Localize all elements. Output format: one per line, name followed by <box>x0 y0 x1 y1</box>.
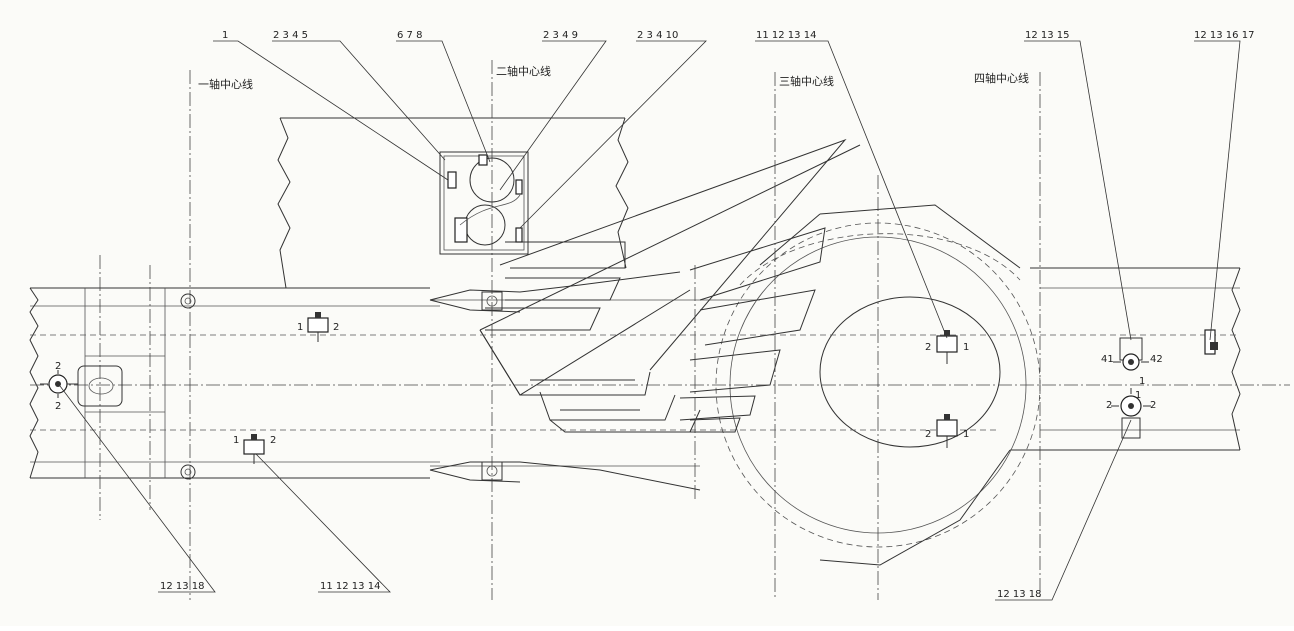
callout-12-13-16-17: 12 13 16 17 <box>1194 30 1254 41</box>
cab-outline <box>277 117 629 289</box>
callout-2-3-4-10: 2 3 4 10 <box>637 30 678 41</box>
frame-bushings <box>180 291 503 481</box>
callout-2-3-4-5: 2 3 4 5 <box>273 30 308 41</box>
relay-valve-b <box>307 312 329 342</box>
axle2-label: 二轴中心线 <box>496 64 551 78</box>
port-c1: 1 <box>233 435 239 446</box>
relay-valve-e <box>936 414 958 448</box>
axle-centerlines <box>30 60 1290 600</box>
port-e2: 1 <box>963 429 969 440</box>
spring-hangers <box>429 271 701 491</box>
sheet-shapes <box>479 138 861 433</box>
axle3-label: 三轴中心线 <box>779 74 834 88</box>
callout-1: 1 <box>222 30 228 41</box>
relay-valve-g <box>1111 388 1151 439</box>
relay-valve-c <box>243 434 265 464</box>
callout-12-13-15: 12 13 15 <box>1025 30 1070 41</box>
axle1-label: 一轴中心线 <box>198 77 253 91</box>
port-f1: 41 <box>1101 354 1114 365</box>
port-d2: 1 <box>963 342 969 353</box>
port-g1: 2 <box>1106 400 1112 411</box>
port-b2: 2 <box>333 322 339 333</box>
port-c2: 2 <box>270 435 276 446</box>
port-a1: 2 <box>55 361 61 372</box>
port-g3: 1 <box>1135 390 1141 401</box>
port-a2: 2 <box>55 401 61 412</box>
callout-11-12-13-14-top: 11 12 13 14 <box>756 30 816 41</box>
frame-outline <box>29 267 1241 479</box>
callout-6-7-8: 6 7 8 <box>397 30 422 41</box>
axle4-label: 四轴中心线 <box>974 71 1029 85</box>
front-valve-assembly <box>40 365 123 407</box>
relay-valve-d <box>936 330 958 364</box>
relay-valve-h <box>1204 329 1218 355</box>
port-d1: 2 <box>925 342 931 353</box>
port-b1: 1 <box>297 322 303 333</box>
port-f2: 42 <box>1150 354 1163 365</box>
callout-12-13-18-left: 12 13 18 <box>160 581 205 592</box>
valve-panel <box>439 151 529 255</box>
port-g2: 2 <box>1150 400 1156 411</box>
callout-12-13-18-right: 12 13 18 <box>997 589 1042 600</box>
callout-11-12-13-14-bottom: 11 12 13 14 <box>320 581 380 592</box>
leader-lines <box>59 40 1241 601</box>
port-e1: 2 <box>925 429 931 440</box>
relay-valve-f <box>1113 337 1149 371</box>
callout-2-3-4-9: 2 3 4 9 <box>543 30 578 41</box>
port-f3: 1 <box>1139 376 1145 387</box>
